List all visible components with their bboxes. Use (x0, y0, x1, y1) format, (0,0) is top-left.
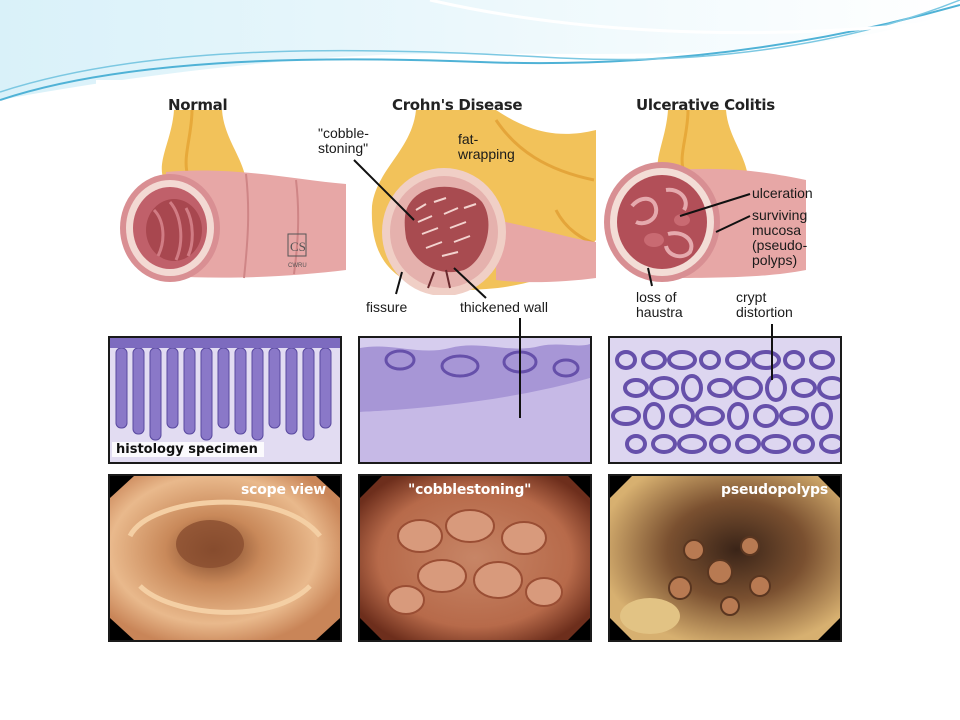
crypt (115, 347, 128, 429)
crypt (268, 347, 281, 429)
distorted-crypt (779, 406, 809, 426)
annotation-ulceration: ulceration (752, 185, 813, 201)
annotation-fat-wrapping: fat- wrapping (458, 131, 515, 162)
header-normal: Normal (168, 96, 228, 114)
fissure-mark (427, 269, 451, 289)
distorted-crypt (667, 350, 697, 370)
crypt (166, 347, 179, 429)
annotation-surviving-mucosa: surviving mucosa (pseudo- polyps) (752, 207, 808, 268)
distorted-crypt (611, 406, 641, 426)
endoscopy-title-normal: scope view (241, 482, 326, 498)
endoscopy-panel-uc: pseudopolyps (608, 474, 842, 642)
distorted-crypt (765, 374, 787, 402)
logo-sub: CWRU (288, 263, 307, 269)
colon-tube-crohns (496, 220, 596, 283)
distorted-crypt (725, 350, 751, 370)
histology-panel-normal: histology specimen (108, 336, 342, 464)
distorted-crypt (817, 376, 840, 400)
top-wave-line-1 (0, 4, 960, 101)
ibd-comparison-figure: Normal Crohn's Disease Ulcerative Coliti… (96, 80, 856, 646)
histology-panel-crohns (358, 336, 592, 464)
distorted-crypt (669, 404, 695, 428)
crypt (132, 347, 145, 435)
annotation-thickened-wall: thickened wall (460, 299, 548, 315)
crypt (217, 347, 230, 429)
distorted-crypt (649, 376, 679, 400)
distorted-crypt (727, 402, 749, 430)
endoscopy-panel-crohns: "cobblestoning" (358, 474, 592, 642)
cs-logo: CS CWRU (287, 233, 307, 269)
distorted-crypt (791, 378, 817, 398)
header-crohns: Crohn's Disease (392, 96, 523, 114)
annotation-crypt-distortion: crypt distortion (736, 289, 793, 320)
distorted-crypt (641, 350, 667, 370)
distorted-crypt (809, 350, 835, 370)
distorted-crypt (677, 434, 707, 454)
distorted-crypt (783, 350, 805, 370)
distorted-crypt (651, 434, 677, 454)
distorted-crypt (681, 374, 703, 402)
crypt (234, 347, 247, 435)
histology-panel-uc (608, 336, 842, 464)
distorted-crypt (699, 350, 721, 370)
distorted-crypt (819, 434, 840, 454)
top-wave-line-2 (0, 0, 960, 93)
distorted-crypt (695, 406, 725, 426)
annotation-cobblestoning: "cobble- stoning" (318, 125, 369, 156)
distorted-crypt (733, 376, 763, 400)
illustration-uc (604, 110, 806, 282)
endoscopy-title-crohns: "cobblestoning" (408, 482, 532, 498)
distorted-crypt (625, 434, 647, 454)
crypt (183, 347, 196, 435)
fat-normal (161, 110, 246, 180)
distorted-crypt (735, 434, 761, 454)
top-wave-fill (0, 0, 960, 100)
illustration-normal: CS CWRU (120, 110, 346, 282)
crypt (251, 347, 264, 441)
crypt (302, 347, 315, 441)
distorted-crypt (811, 402, 833, 430)
distorted-crypt (751, 350, 781, 370)
crypt (149, 347, 162, 441)
crypt (285, 347, 298, 435)
distorted-crypt (753, 404, 779, 428)
logo-letters: CS (290, 239, 306, 254)
crypt (200, 347, 213, 441)
distorted-crypt (643, 402, 665, 430)
annotation-loss-of-haustra: loss of haustra (636, 289, 683, 320)
endoscopy-panel-normal: scope view (108, 474, 342, 642)
distorted-crypt (623, 378, 649, 398)
endoscopy-title-uc: pseudopolyps (721, 482, 828, 498)
header-uc: Ulcerative Colitis (636, 96, 775, 114)
lumen-mucosa-crohns (404, 186, 489, 273)
annotation-fissure: fissure (366, 299, 408, 315)
distorted-crypt (761, 434, 791, 454)
fat-uc (657, 110, 748, 176)
crypt (319, 347, 332, 429)
distorted-crypt (707, 378, 733, 398)
distorted-crypt (793, 434, 815, 454)
distorted-crypt (709, 434, 731, 454)
lumen-mucosa-uc (617, 175, 707, 269)
distorted-crypt (615, 350, 637, 370)
top-wave-line-3 (429, 0, 960, 35)
histology-caption: histology specimen (112, 442, 264, 457)
